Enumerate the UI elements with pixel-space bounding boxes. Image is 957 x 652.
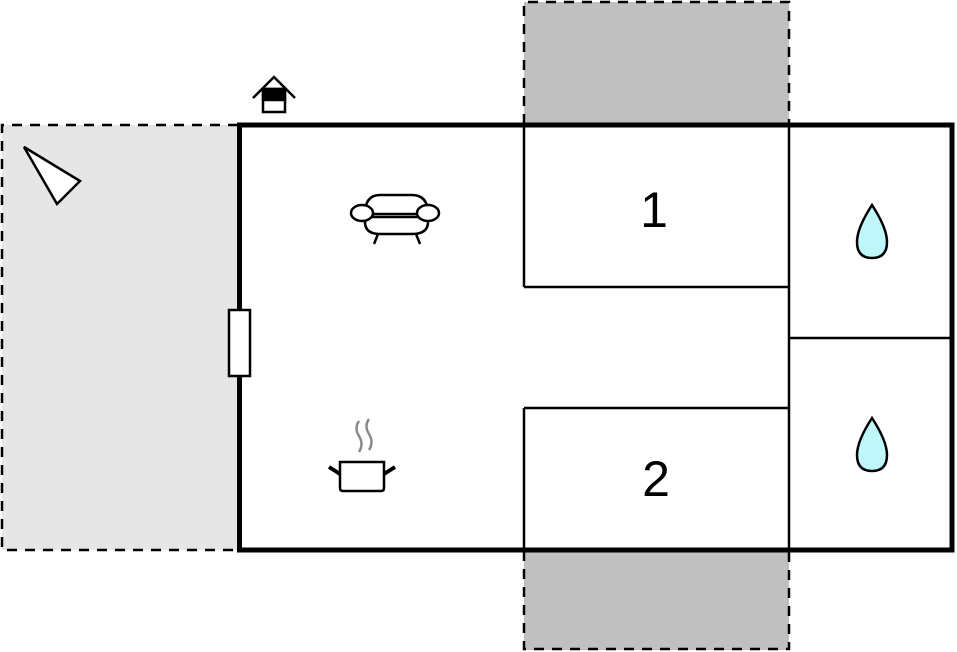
house-entrance-icon bbox=[252, 75, 296, 114]
entrance-door[interactable] bbox=[227, 308, 252, 378]
water-drop-icon bbox=[855, 202, 889, 260]
direction-pointer-icon bbox=[22, 145, 83, 207]
sofa-icon bbox=[349, 193, 441, 245]
terrace-area bbox=[0, 123, 238, 552]
bedroom-1-label: 1 bbox=[640, 182, 668, 238]
bedroom-2-label: 2 bbox=[642, 451, 670, 507]
outdoor-area-bottom bbox=[522, 551, 791, 651]
water-drop-icon bbox=[855, 415, 889, 473]
cooking-pot-icon bbox=[327, 418, 397, 493]
outdoor-area-top bbox=[522, 0, 791, 124]
interior-walls bbox=[522, 124, 953, 551]
